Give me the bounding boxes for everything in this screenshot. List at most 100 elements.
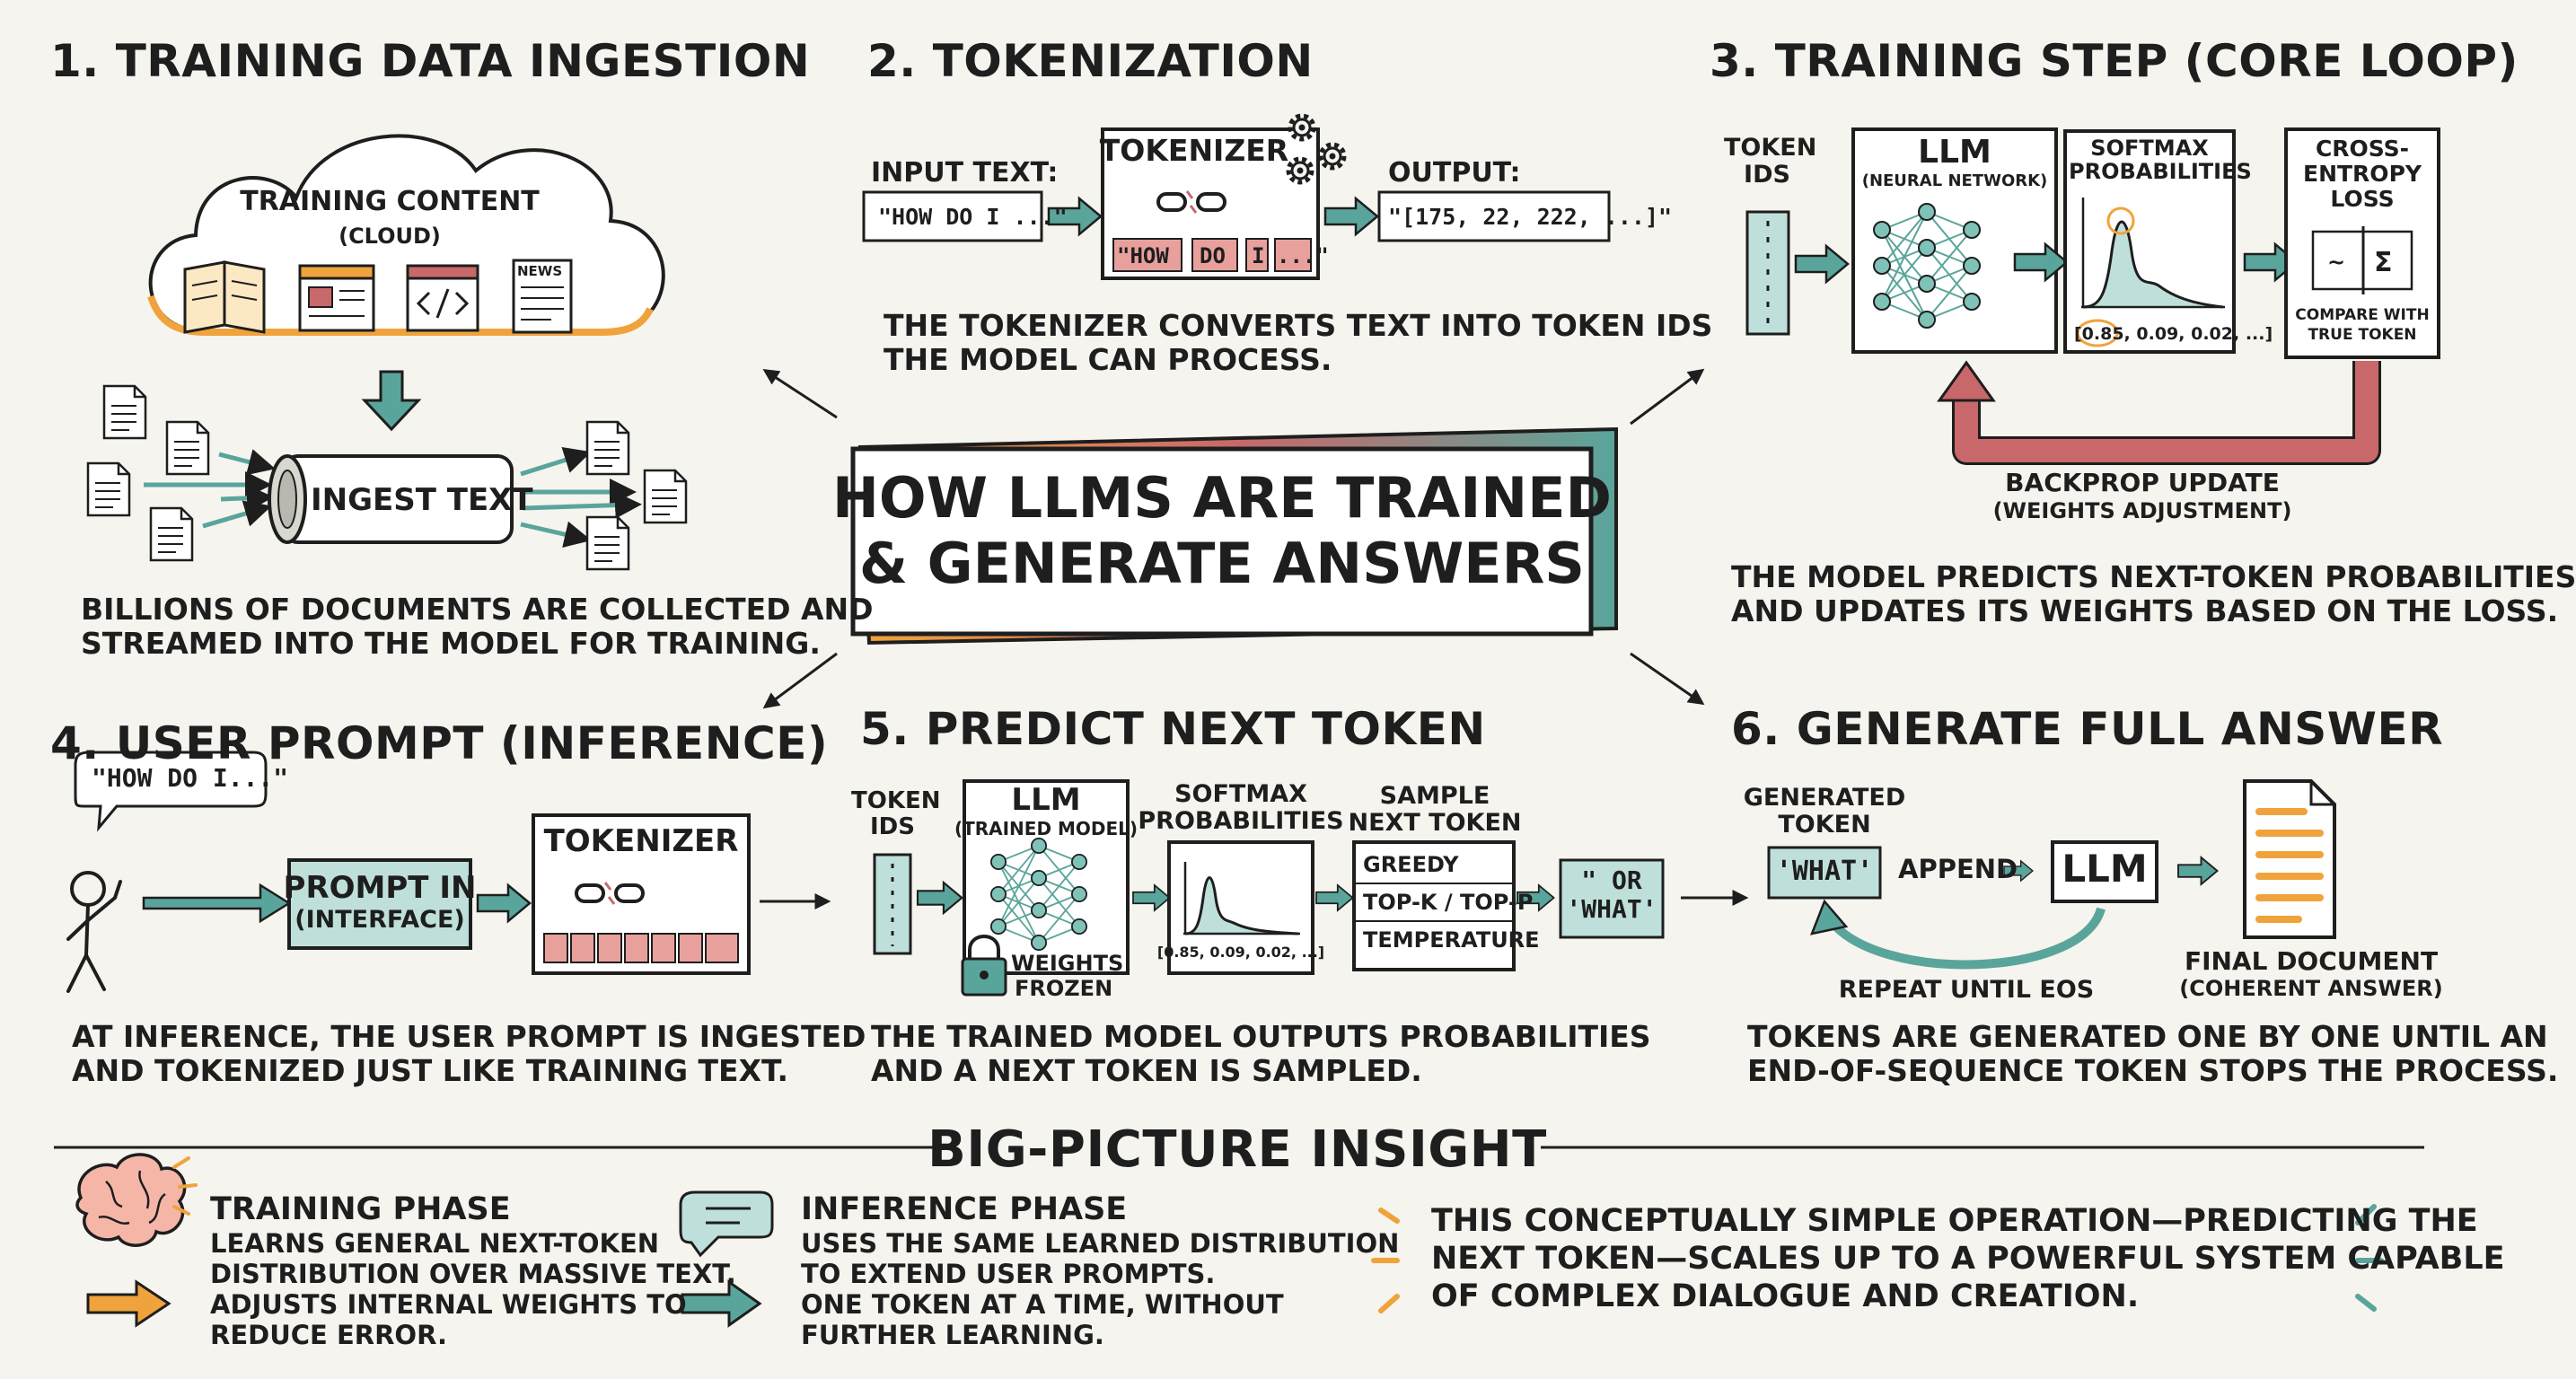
- insight-heading: BIG-PICTURE INSIGHT: [928, 1120, 1547, 1179]
- panel4-caption-line1: AT INFERENCE, THE USER PROMPT IS INGESTE…: [72, 1019, 866, 1054]
- newspaper-icon: [512, 259, 573, 334]
- sample-option-greedy: GREEDY: [1363, 852, 1459, 877]
- input-text-value: "HOW DO I ...": [878, 204, 1068, 230]
- code-icon: [406, 264, 479, 332]
- lock-icon: [961, 935, 1007, 997]
- prompt-in-label: PROMPT IN: [283, 870, 477, 906]
- softmax-inference-line1: SOFTMAX: [1174, 780, 1307, 808]
- llm-label: LLM: [1918, 134, 1991, 171]
- token-piece-2: DO: [1200, 243, 1226, 268]
- final-document-icon: [2243, 779, 2336, 939]
- diagram-artwork: ~ Σ: [54, 0, 2440, 1328]
- ingest-text-label: INGEST TEXT: [311, 482, 533, 518]
- webpage-icon: [298, 264, 375, 332]
- panel2-heading: 2. TOKENIZATION: [867, 35, 1314, 87]
- inference-phase-line4: FURTHER LEARNING.: [801, 1320, 1104, 1350]
- center-title-line2: & GENERATE ANSWERS: [859, 531, 1585, 597]
- softmax-inference-values: [0.85, 0.09, 0.02, ...]: [1156, 944, 1325, 961]
- generated-token-box: [1767, 846, 1882, 900]
- svg-text:Σ: Σ: [2374, 247, 2393, 278]
- backprop-label: BACKPROP UPDATE: [2005, 468, 2280, 497]
- weights-label-line2: FROZEN: [1015, 976, 1113, 1001]
- training-phase-line2: DISTRIBUTION OVER MASSIVE TEXT.: [210, 1259, 736, 1289]
- generated-token-value: 'WHAT': [1775, 856, 1874, 887]
- sample-label-line1: SAMPLE: [1379, 782, 1490, 810]
- backprop-sub: (WEIGHTS ADJUSTMENT): [1992, 498, 2292, 523]
- panel3-caption-line2: AND UPDATES ITS WEIGHTS BASED ON THE LOS…: [1731, 593, 2559, 628]
- sample-option-topk: TOP-K / TOP-P: [1363, 890, 1534, 915]
- compare-label-line1: COMPARE WITH: [2295, 306, 2430, 324]
- softmax-label: SOFTMAX PROBABILITIES: [2069, 136, 2252, 185]
- sample-option-temperature: TEMPERATURE: [1363, 927, 1540, 953]
- generated-label-line1: GENERATED: [1743, 784, 1906, 812]
- panel6-caption-line2: END-OF-SEQUENCE TOKEN STOPS THE PROCESS.: [1747, 1053, 2559, 1088]
- speech-bubble: [74, 751, 268, 832]
- panel6-heading: 6. GENERATE FULL ANSWER: [1731, 703, 2444, 755]
- panel1-caption-line2: STREAMED INTO THE MODEL FOR TRAINING.: [81, 626, 821, 661]
- speech-text: "HOW DO I...": [92, 763, 289, 793]
- brain-icon: [75, 1153, 187, 1247]
- sampled-token-line2: 'WHAT': [1566, 894, 1657, 924]
- token-ids-inference-label: TOKEN IDs: [851, 787, 941, 840]
- output-value: "[175, 22, 222, ...]": [1388, 204, 1673, 230]
- token-piece-4: ...": [1277, 243, 1329, 268]
- title-banner: [850, 446, 1594, 637]
- token-ids-label: TOKEN IDs: [1724, 134, 1817, 189]
- chat-bubbles-icon: [679, 1190, 774, 1258]
- inference-phase-title: INFERENCE PHASE: [801, 1191, 1128, 1227]
- sample-options-box: [1352, 840, 1516, 971]
- panel4-caption-line2: AND TOKENIZED JUST LIKE TRAINING TEXT.: [72, 1053, 789, 1088]
- sampled-token-box: [1559, 858, 1665, 939]
- final-document-label: FINAL DOCUMENT: [2184, 946, 2439, 976]
- news-label: NEWS: [517, 263, 563, 279]
- loss-label-line1: CROSS-: [2315, 136, 2410, 162]
- panel5-caption-line2: AND A NEXT TOKEN IS SAMPLED.: [871, 1053, 1422, 1088]
- tokenizer-inference-label: TOKENIZER: [543, 823, 739, 859]
- token-piece-1: "HOW: [1117, 243, 1169, 268]
- panel2-caption-line2: THE MODEL CAN PROCESS.: [884, 342, 1332, 377]
- tokenizer-label: TOKENIZER: [1099, 133, 1289, 168]
- panel5-heading: 5. PREDICT NEXT TOKEN: [860, 703, 1486, 755]
- panel1-caption-line1: BILLIONS OF DOCUMENTS ARE COLLECTED AND: [81, 592, 874, 627]
- llm-sub: (NEURAL NETWORK): [1861, 171, 2048, 190]
- softmax-inference-line2: PROBABILITIES: [1138, 807, 1344, 835]
- compare-label-line2: TRUE TOKEN: [2308, 326, 2417, 344]
- repeat-until-eos-label: REPEAT UNTIL EOS: [1838, 976, 2095, 1004]
- center-title: HOW LLMs ARE TRAINED & GENERATE ANSWERS: [832, 465, 1612, 596]
- training-phase-line4: REDUCE ERROR.: [210, 1320, 447, 1350]
- panel5-caption-line1: THE TRAINED MODEL OUTPUTS PROBABILITIES: [871, 1019, 1651, 1054]
- insight-quote-line3: OF COMPLEX DIALOGUE AND CREATION.: [1431, 1278, 2140, 1314]
- trained-llm-label: LLM: [1011, 782, 1081, 818]
- infographic: ~ Σ: [50, 0, 2576, 1350]
- training-phase-title: TRAINING PHASE: [210, 1191, 511, 1227]
- panel3-heading: 3. TRAINING STEP (CORE LOOP): [1710, 35, 2519, 87]
- llm-box-generate: [2051, 840, 2158, 903]
- panel2-caption-line1: THE TOKENIZER CONVERTS TEXT INTO TOKEN I…: [884, 308, 1713, 343]
- ingest-pipe: [268, 454, 514, 544]
- output-box: [1377, 190, 1611, 242]
- trained-llm-sub: (TRAINED MODEL): [954, 818, 1139, 839]
- sampled-token-line1: " OR: [1581, 865, 1642, 895]
- inference-phase-line1: USES THE SAME LEARNED DISTRIBUTION: [801, 1228, 1400, 1259]
- user-stick-figure: [66, 871, 122, 993]
- input-text-label: INPUT TEXT:: [871, 157, 1059, 189]
- softmax-box-inference: [1167, 840, 1314, 975]
- panel1-heading: 1. TRAINING DATA INGESTION: [50, 35, 811, 87]
- output-label: OUTPUT:: [1388, 157, 1521, 189]
- insight-quote-line2: NEXT TOKEN—SCALES UP TO A POWERFUL SYSTE…: [1431, 1241, 2505, 1277]
- generated-label-line2: TOKEN: [1778, 811, 1871, 839]
- training-phase-line3: ADJUSTS INTERNAL WEIGHTS TO: [210, 1289, 687, 1320]
- append-label: APPEND: [1898, 854, 2018, 884]
- training-phase-line1: LEARNS GENERAL NEXT-TOKEN: [210, 1228, 660, 1259]
- loss-label-line2: ENTROPY: [2303, 161, 2422, 187]
- token-ids-column: [1745, 210, 1790, 336]
- panel4-heading: 4. USER PROMPT (INFERENCE): [50, 717, 829, 769]
- final-document-sub: (COHERENT ANSWER): [2179, 976, 2443, 1001]
- token-piece-3: I: [1252, 243, 1265, 268]
- input-text-box: [862, 190, 1043, 242]
- prompt-in-sub: (INTERFACE): [295, 906, 465, 934]
- cloud-sub: (CLOUD): [338, 224, 441, 249]
- weights-label-line1: WEIGHTS: [1011, 951, 1124, 976]
- book-icon: [183, 260, 266, 334]
- llm-generate-label: LLM: [2062, 847, 2148, 891]
